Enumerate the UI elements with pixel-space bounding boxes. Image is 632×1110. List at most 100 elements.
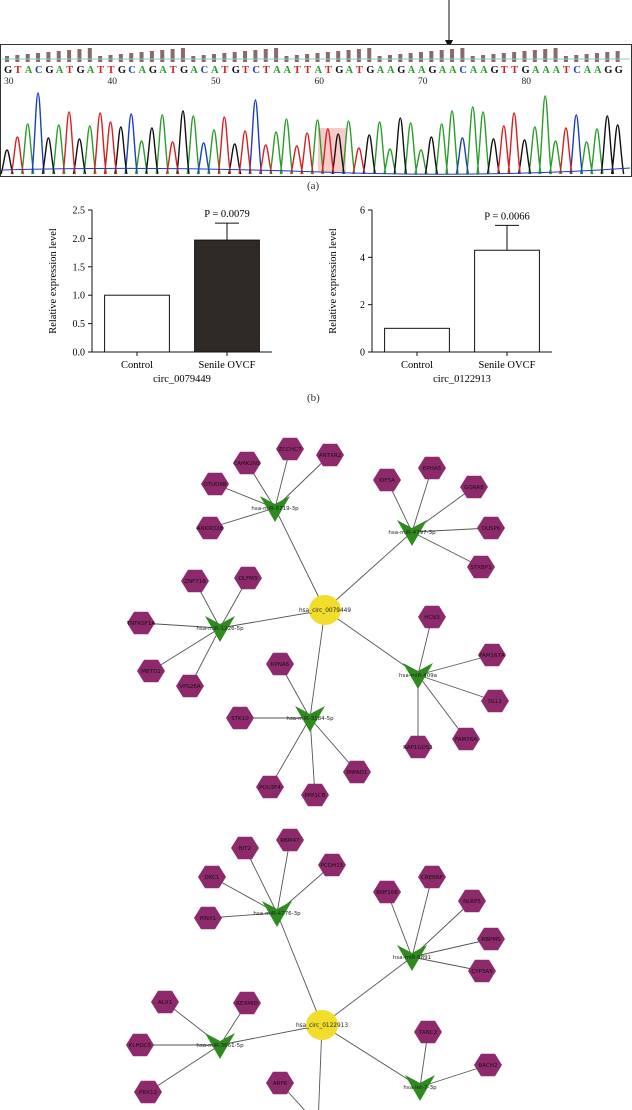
base-call: C — [252, 65, 260, 76]
target-gene-label: STK10 — [231, 716, 249, 722]
quality-bar — [356, 49, 361, 62]
target-hexagon — [181, 569, 209, 593]
target-hexagon — [373, 880, 401, 904]
target-hexagon — [418, 865, 446, 889]
target-gene-label: FAM167A — [479, 653, 505, 659]
target-gene-node: NLRP5 — [458, 889, 486, 913]
target-gene-node: PCDH15 — [318, 853, 346, 877]
quality-bar — [450, 49, 455, 62]
trace-G — [0, 110, 625, 175]
edge — [147, 1044, 221, 1093]
base-call: T — [501, 65, 508, 76]
target-gene-label: NLRP5 — [463, 899, 481, 905]
base-call: A — [408, 65, 416, 76]
target-gene-node: STK10 — [226, 706, 254, 730]
target-gene-node: RNF166 — [373, 880, 401, 904]
edge — [276, 912, 323, 1026]
target-gene-label: STXBP1 — [470, 565, 491, 571]
target-gene-label: POU3F4 — [259, 785, 281, 791]
trace-baseline — [1, 167, 631, 175]
quality-bar — [77, 49, 82, 62]
target-gene-node: OLFM3 — [234, 566, 262, 590]
target-gene-node: POU3F4 — [256, 775, 284, 799]
base-call: T — [511, 65, 518, 76]
target-hexagon — [256, 775, 284, 799]
target-gene-node: BACH2 — [474, 1053, 502, 1077]
edge — [411, 938, 492, 958]
target-gene-label: RBPMS — [481, 937, 501, 943]
quality-bar — [522, 51, 527, 62]
quality-bar — [274, 48, 279, 62]
mirna-v-shape — [262, 901, 292, 927]
target-gene-label: PPP1CB — [304, 793, 325, 799]
target-hexagon — [176, 674, 204, 698]
target-gene-node: DLL1 — [481, 689, 509, 713]
target-hexagon — [474, 1053, 502, 1077]
quality-bar — [180, 48, 185, 62]
base-call: G — [4, 65, 12, 76]
target-gene-label: DLL1 — [488, 699, 502, 705]
quality-bar — [67, 50, 72, 62]
mirna-v-shape — [260, 496, 290, 522]
y-tick-label: 1.0 — [73, 291, 86, 302]
target-gene-label: KLHDC5 — [129, 1043, 152, 1049]
mirna-label: hsa-miR-4797-3p — [388, 530, 436, 536]
base-call: G — [232, 65, 240, 76]
quality-bar — [263, 49, 268, 62]
panel-label-b: (b) — [307, 392, 320, 404]
base-call: T — [356, 65, 363, 76]
target-gene-label: CAMK2N1 — [233, 461, 260, 467]
target-gene-label: TNFRSF1A — [126, 621, 156, 627]
base-call: A — [87, 65, 95, 76]
p-value-annotation: P = 0.0079 — [204, 209, 250, 220]
target-gene-node: ALX1 — [151, 990, 179, 1014]
bar — [194, 239, 260, 353]
base-call: C — [201, 65, 209, 76]
circrna-label: hsa_circ_0079449 — [299, 608, 351, 614]
target-hexagon — [467, 555, 495, 579]
edge — [324, 531, 413, 611]
quality-bar — [594, 53, 599, 62]
mirna-node: hsa-miR-3184-5p — [286, 706, 334, 732]
edge — [309, 609, 326, 719]
target-hexagon — [127, 611, 155, 635]
target-hexagon — [477, 516, 505, 540]
bar — [384, 327, 450, 353]
target-hexagon — [231, 836, 259, 860]
quality-bar — [367, 48, 372, 62]
y-tick-label: 2.0 — [73, 234, 86, 245]
target-hexagon — [418, 456, 446, 480]
edge — [417, 674, 496, 702]
y-tick-label: 0 — [360, 348, 365, 359]
base-call: A — [25, 65, 33, 76]
base-call: A — [480, 65, 488, 76]
quality-bar — [419, 52, 423, 62]
quality-bar — [232, 52, 237, 62]
base-call: G — [149, 65, 157, 76]
target-gene-label: EPHA5 — [423, 466, 442, 472]
position-label: 80 — [522, 77, 532, 87]
base-call: A — [56, 65, 64, 76]
quality-bar — [543, 49, 548, 62]
target-gene-label: BACH2 — [479, 1063, 498, 1069]
base-call: T — [221, 65, 228, 76]
base-call: G — [604, 65, 612, 76]
target-gene-node: ANKRD28 — [196, 516, 224, 540]
quality-bar — [222, 53, 227, 62]
target-gene-node: TNFRSF1A — [126, 611, 156, 635]
target-hexagon — [316, 443, 344, 467]
target-gene-node: FAM76A — [452, 727, 480, 751]
quality-bar — [56, 51, 61, 62]
quality-bar — [532, 50, 537, 62]
quality-bar — [408, 53, 413, 62]
mirna-label: hsa-miR-6891 — [393, 955, 431, 961]
target-gene-label: TANC2 — [418, 1030, 437, 1036]
x-tick-label: Senile OVCF — [479, 360, 536, 371]
target-gene-node: ANTXR2 — [316, 443, 344, 467]
quality-bar — [439, 50, 444, 62]
quality-bar — [501, 53, 506, 62]
mirna-node: hsa-miR-6719-3p — [251, 496, 299, 522]
base-call: G — [615, 65, 623, 76]
